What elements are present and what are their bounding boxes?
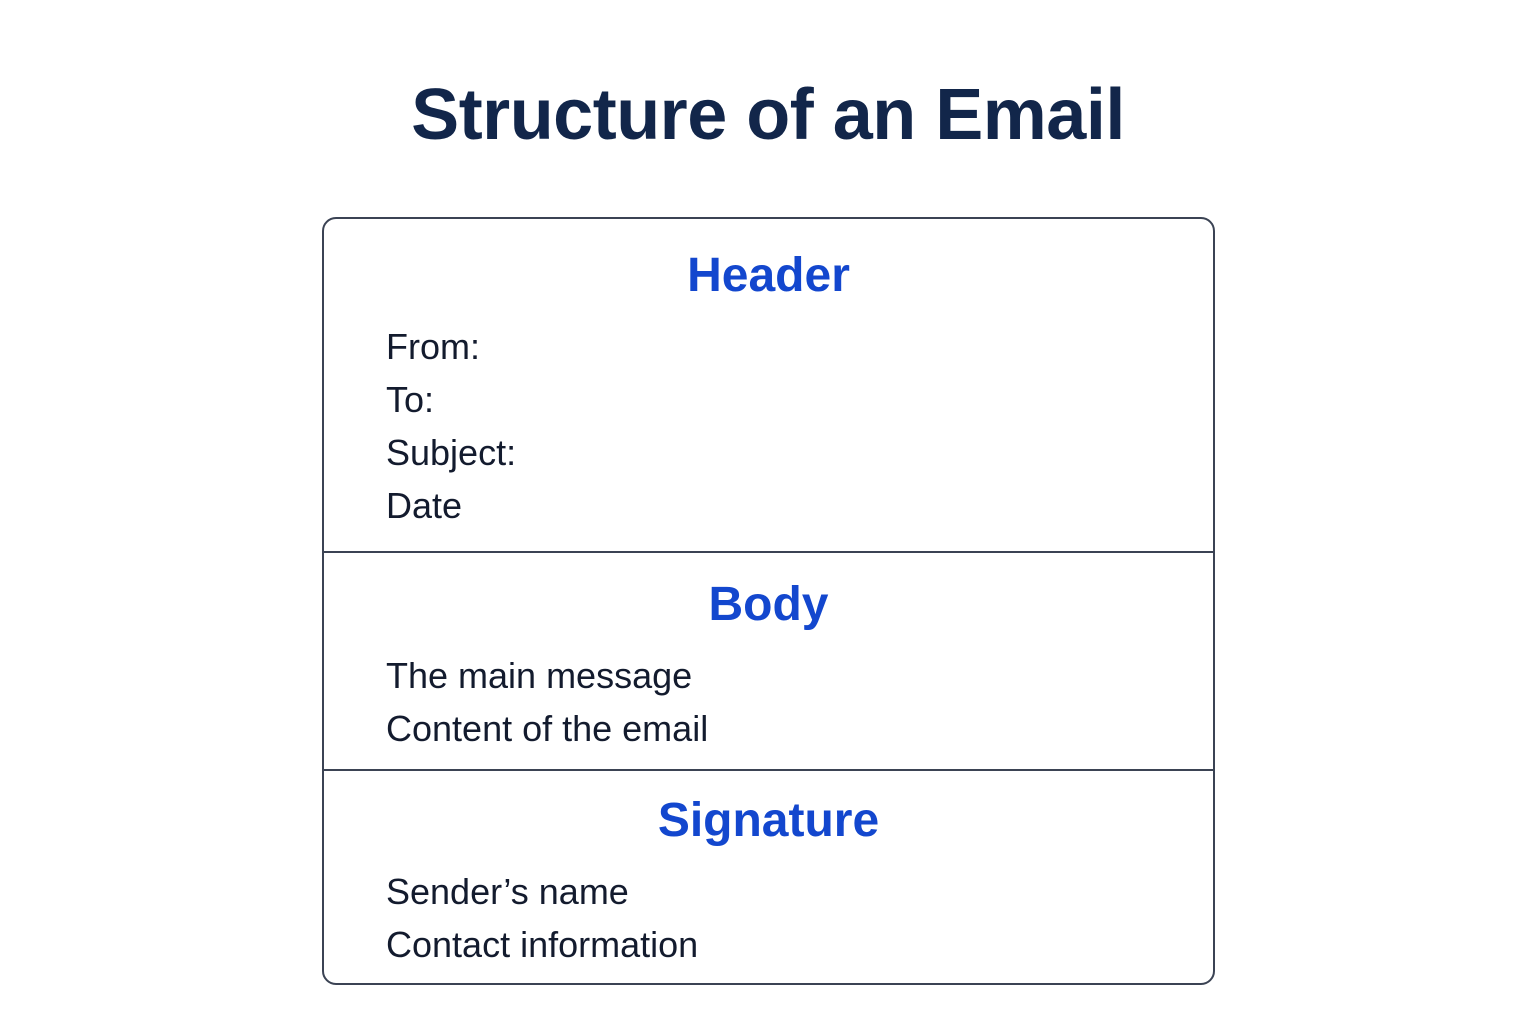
header-field-list: From: To: Subject: Date <box>324 320 1213 532</box>
header-field-subject: Subject: <box>386 432 517 473</box>
section-header: Header From: To: Subject: Date <box>324 219 1213 551</box>
section-header-title: Header <box>687 249 850 302</box>
body-line-main-message: The main message <box>386 655 693 697</box>
page-title: Structure of an Email <box>411 75 1125 155</box>
section-body-title: Body <box>708 578 829 632</box>
header-field-from: From: <box>386 326 480 367</box>
section-signature: Signature Sender’s name Contact informat… <box>324 769 1213 983</box>
header-field-date: Date <box>386 485 463 526</box>
signature-line-sender-name: Sender’s name <box>386 871 629 913</box>
signature-field-list: Sender’s name Contact information <box>324 865 1213 971</box>
body-field-list: The main message Content of the email <box>324 649 1213 755</box>
email-structure-diagram: Header From: To: Subject: Date Body The … <box>322 217 1215 985</box>
header-field-to: To: <box>386 379 435 420</box>
section-body: Body The main message Content of the ema… <box>324 551 1213 769</box>
section-signature-title: Signature <box>657 794 880 848</box>
signature-line-contact: Contact information <box>386 924 699 966</box>
body-line-content: Content of the email <box>386 708 709 750</box>
